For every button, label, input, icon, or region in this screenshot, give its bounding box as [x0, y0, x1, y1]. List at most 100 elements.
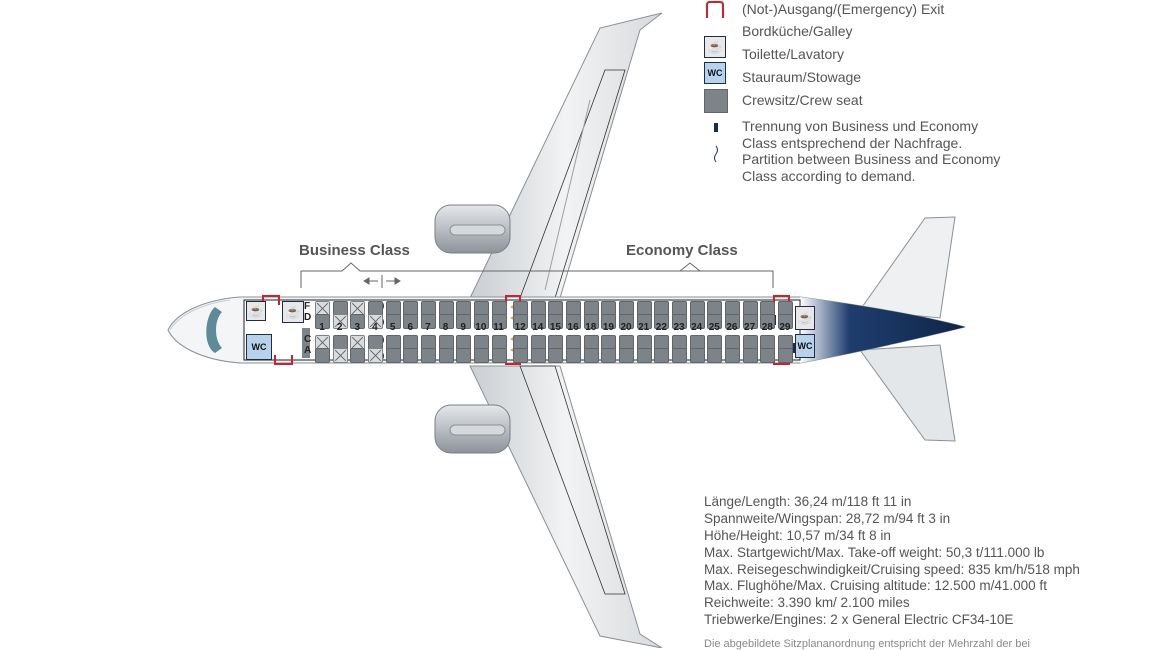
horizontal-stabilizer [859, 216, 956, 442]
seat-10D[interactable] [473, 314, 489, 329]
row-number: 9 [460, 322, 466, 333]
row-number: 8 [442, 322, 449, 333]
crew-seat [302, 328, 310, 358]
seat-27A[interactable] [742, 348, 758, 363]
seat-22A[interactable] [654, 348, 670, 363]
spec-length: Länge/Length: 36,24 m/118 ft 11 in [704, 494, 912, 509]
seat-7A[interactable] [420, 348, 436, 363]
spec-wingspan: Spannweite/Wingspan: 28,72 m/94 ft 3 in [704, 510, 951, 526]
seat-5A[interactable] [385, 348, 401, 363]
lavatory-icon: WC [246, 334, 272, 360]
seat-29A[interactable] [777, 348, 793, 363]
row-number: 3 [354, 322, 361, 333]
seat-12D[interactable] [513, 314, 529, 329]
row-number: 18 [585, 322, 597, 333]
seat-1D[interactable] [315, 314, 330, 329]
seat-14D[interactable] [530, 314, 546, 329]
partition-note: Trennung von Business und Economy Class … [742, 118, 1001, 184]
seat-20A[interactable] [619, 348, 635, 363]
row-number: 23 [673, 322, 685, 333]
seat-21A[interactable] [636, 348, 652, 363]
seat-28A[interactable] [760, 348, 776, 363]
seat-10A[interactable] [473, 348, 489, 363]
seat-1A[interactable] [315, 348, 330, 363]
seat-20D[interactable] [619, 314, 635, 329]
seat-2A[interactable] [332, 348, 348, 363]
aircraft-specs: Länge/Length: 36,24 m/118 ft 11 in Spann… [704, 494, 1080, 629]
upper-engine [434, 204, 511, 254]
crew-seat [790, 343, 796, 353]
seat-14A[interactable] [530, 348, 546, 363]
row-number: 11 [493, 322, 504, 333]
footnote: Die abgebildete Sitzplananordnung entspr… [704, 638, 1030, 650]
row-number: 1 [319, 322, 325, 333]
seat-3D[interactable] [350, 314, 366, 329]
seat-letter: C [304, 334, 312, 345]
seat-15D[interactable] [548, 314, 564, 329]
seat-letter: A [304, 345, 312, 356]
seat-8A[interactable] [438, 348, 454, 363]
seat-28D[interactable] [760, 314, 776, 329]
row-number: 16 [567, 322, 579, 333]
row-number: 15 [549, 322, 561, 333]
seat-16A[interactable] [566, 348, 582, 363]
seat-16D[interactable] [566, 314, 582, 329]
seat-2D[interactable] [332, 314, 348, 329]
seat-letter: D [304, 312, 312, 323]
galley-icon: ☕ [246, 301, 266, 321]
row-number: 5 [389, 322, 396, 333]
seat-25D[interactable] [707, 314, 723, 329]
seat-5D[interactable] [385, 314, 401, 329]
spec-engines: Triebwerke/Engines: 2 x General Electric… [704, 612, 1014, 628]
seat-21D[interactable] [636, 314, 652, 329]
seat-27D[interactable] [742, 314, 758, 329]
partition-curtain-icon [714, 145, 718, 163]
lavatory-icon: WC [704, 62, 726, 84]
row-number: 10 [475, 322, 487, 333]
row-number: 22 [655, 322, 667, 333]
seat-18D[interactable] [583, 314, 599, 329]
class-brackets [300, 262, 774, 288]
lower-wing [469, 365, 663, 648]
row-number: 26 [726, 322, 738, 333]
seat-26D[interactable] [724, 314, 740, 329]
seat-22D[interactable] [654, 314, 670, 329]
row-number: 21 [638, 322, 650, 333]
spec-range: Reichweite: 3.390 km/ 2.100 miles [704, 595, 910, 611]
seat-7D[interactable] [420, 314, 436, 329]
seat-18A[interactable] [583, 348, 599, 363]
lavatory-icon: WC [795, 334, 815, 358]
seat-23A[interactable] [672, 348, 687, 363]
business-class-label: Business Class [299, 242, 410, 259]
seat-23D[interactable] [672, 314, 687, 329]
galley-icon: ☕ [282, 301, 304, 323]
seat-12A[interactable] [513, 348, 529, 363]
seat-15A[interactable] [548, 348, 564, 363]
row-number: 19 [602, 322, 614, 333]
seat-24A[interactable] [689, 348, 705, 363]
seat-24D[interactable] [689, 314, 705, 329]
seat-11A[interactable] [491, 348, 507, 363]
seat-6A[interactable] [403, 348, 419, 363]
partition-bar-icon [714, 123, 718, 132]
seat-11D[interactable] [491, 314, 507, 329]
seat-4D[interactable] [367, 314, 383, 329]
row-number: 20 [620, 322, 632, 333]
seat-8D[interactable] [438, 314, 454, 329]
seat-25A[interactable] [707, 348, 723, 363]
spec-speed: Max. Reisegeschwindigkeit/Cruising speed… [704, 561, 1080, 577]
seat-19A[interactable] [601, 348, 617, 363]
seat-3A[interactable] [350, 348, 366, 363]
row-number: 27 [744, 322, 756, 333]
seat-26A[interactable] [724, 348, 740, 363]
seat-29D[interactable] [777, 314, 793, 329]
seat-6D[interactable] [403, 314, 419, 329]
seat-19D[interactable] [601, 314, 617, 329]
seat-4A[interactable] [367, 348, 383, 363]
row-number: 24 [691, 322, 703, 333]
galley-icon: ☕ [704, 36, 726, 58]
seat-9D[interactable] [456, 314, 472, 329]
lower-engine [434, 404, 511, 454]
row-number: 7 [425, 322, 431, 333]
seat-9A[interactable] [456, 348, 472, 363]
